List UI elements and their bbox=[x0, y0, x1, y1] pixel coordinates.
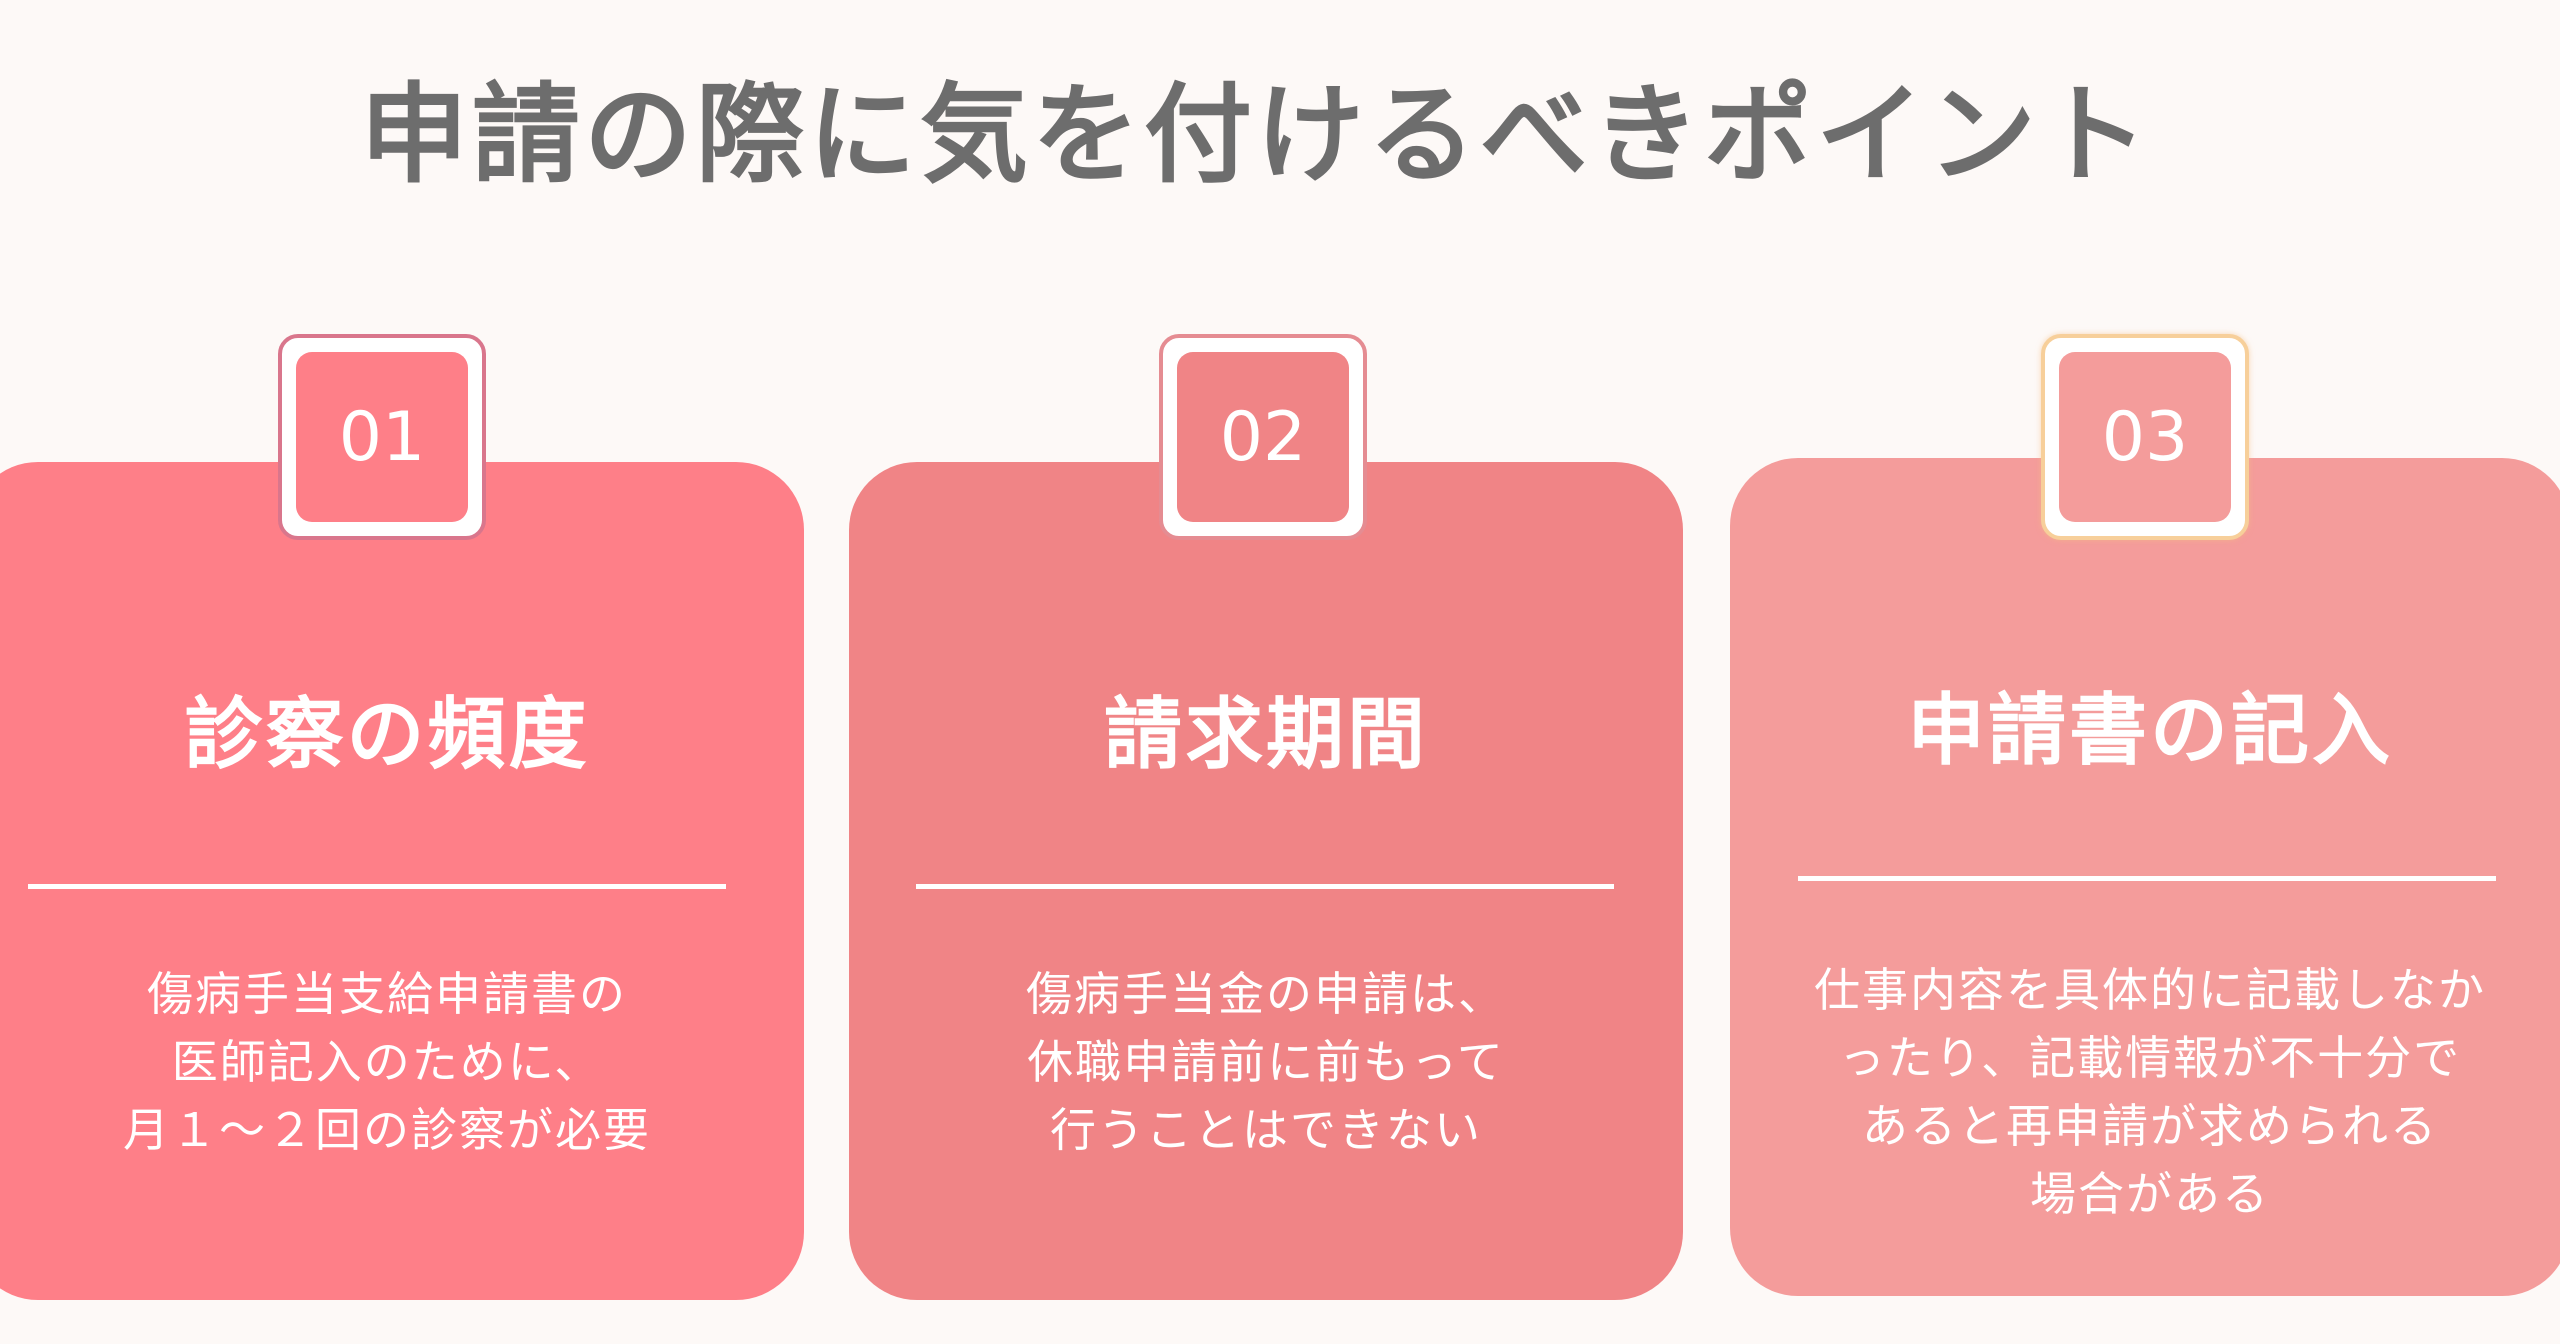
number-badge-1: 01 bbox=[278, 334, 486, 540]
page-title: 申請の際に気を付けるべきポイント bbox=[360, 73, 2153, 198]
number-badge-2: 02 bbox=[1159, 334, 1367, 540]
card-body-line: 休職申請前に前もって bbox=[1027, 1035, 1505, 1089]
badge-number: 02 bbox=[1177, 352, 1349, 522]
card-body: 傷病手当支給申請書の 医師記入のために、 月１〜２回の診察が必要 bbox=[0, 960, 784, 1164]
card-heading: 申請書の記入 bbox=[1906, 686, 2393, 776]
card-body: 仕事内容を具体的に記載しなか ったり、記載情報が不十分で あると再申請が求められ… bbox=[1750, 956, 2550, 1228]
card-body-line: 医師記入のために、 bbox=[171, 1035, 603, 1089]
card-divider bbox=[28, 884, 726, 889]
card-heading: 診察の頻度 bbox=[184, 690, 590, 780]
card-heading: 請求期間 bbox=[1103, 690, 1428, 780]
card-divider bbox=[916, 884, 1614, 889]
point-card-1: 診察の頻度 傷病手当支給申請書の 医師記入のために、 月１〜２回の診察が必要 bbox=[0, 462, 804, 1300]
card-divider bbox=[1798, 876, 2496, 881]
card-body-line: 場合がある bbox=[2030, 1167, 2270, 1221]
card-body-line: 傷病手当支給申請書の bbox=[147, 967, 627, 1021]
card-body-line: ったり、記載情報が不十分で bbox=[1838, 1031, 2462, 1085]
number-badge-3: 03 bbox=[2041, 334, 2249, 540]
card-body-line: 仕事内容を具体的に記載しなか bbox=[1814, 963, 2486, 1017]
card-body-line: 傷病手当金の申請は、 bbox=[1026, 967, 1506, 1021]
card-body-line: 月１〜２回の診察が必要 bbox=[123, 1103, 651, 1157]
card-body-line: あると再申請が求められる bbox=[1862, 1099, 2438, 1153]
card-body: 傷病手当金の申請は、 休職申請前に前もって 行うことはできない bbox=[869, 960, 1663, 1164]
badge-number: 03 bbox=[2059, 352, 2231, 522]
badge-number: 01 bbox=[296, 352, 468, 522]
point-card-3: 申請書の記入 仕事内容を具体的に記載しなか ったり、記載情報が不十分で あると再… bbox=[1730, 458, 2560, 1296]
point-card-2: 請求期間 傷病手当金の申請は、 休職申請前に前もって 行うことはできない bbox=[849, 462, 1683, 1300]
card-body-line: 行うことはできない bbox=[1050, 1103, 1482, 1157]
